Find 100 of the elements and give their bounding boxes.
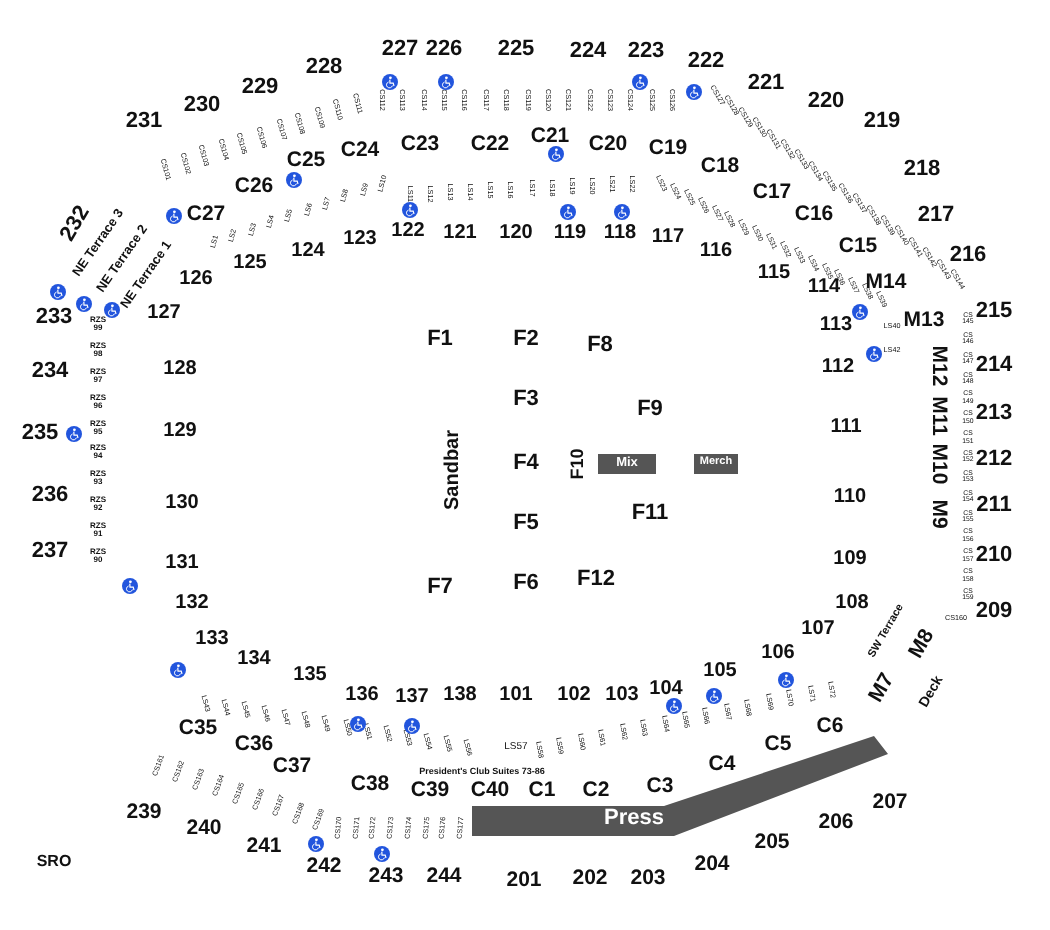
section-label: 214: [975, 355, 1013, 377]
section-label: C18: [700, 155, 740, 177]
section-label: C20: [588, 133, 628, 155]
section-label: 235: [21, 423, 59, 445]
section-label: 126: [179, 270, 213, 290]
section-label: 240: [186, 817, 222, 839]
section-label: 204: [694, 853, 730, 875]
section-label: 110: [833, 488, 867, 508]
section-label: C22: [470, 133, 510, 155]
section-label: C35: [178, 717, 218, 739]
section-label: F5: [513, 513, 539, 535]
section-label: 233: [35, 307, 73, 329]
section-label: F11: [631, 503, 669, 525]
section-label: 101: [499, 686, 533, 706]
section-label: 102: [557, 686, 591, 706]
section-label: C16: [794, 203, 834, 225]
section-label: Sandbar: [444, 430, 464, 510]
section-label: 130: [165, 494, 199, 514]
section-label: C40: [470, 779, 510, 801]
section-label: C2: [582, 779, 610, 801]
section-label: 206: [818, 811, 854, 833]
section-label: M11: [927, 396, 949, 436]
section-label: 221: [747, 73, 785, 95]
section-label: 134: [237, 650, 271, 670]
section-label: 109: [833, 550, 867, 570]
section-label: C5: [764, 733, 792, 755]
section-label: 210: [975, 545, 1013, 567]
section-label: 207: [872, 791, 908, 813]
section-label: 136: [345, 686, 379, 706]
section-label: 209: [975, 601, 1013, 623]
section-label: 242: [306, 855, 342, 877]
section-label: 211: [976, 495, 1012, 517]
section-label: 128: [163, 360, 197, 380]
section-label: 229: [241, 77, 279, 99]
section-label: 123: [343, 230, 377, 250]
section-label: C21: [530, 125, 570, 147]
section-label: 222: [687, 51, 725, 73]
section-label: M9: [927, 499, 949, 529]
section-label: 122: [391, 222, 425, 242]
section-label: 225: [497, 39, 535, 61]
section-label: 226: [425, 39, 463, 61]
section-label: 108: [835, 594, 869, 614]
section-label: 112: [821, 358, 855, 378]
section-label: M7: [865, 670, 899, 706]
section-label: C39: [410, 779, 450, 801]
section-label: 131: [165, 554, 199, 574]
section-label: 236: [31, 485, 69, 507]
section-label: 106: [761, 644, 795, 664]
section-label: C6: [816, 715, 844, 737]
section-label: 213: [975, 403, 1013, 425]
section-label: F12: [577, 569, 615, 591]
section-label: F2: [513, 329, 539, 351]
section-label: 243: [368, 865, 404, 887]
section-label: 234: [31, 361, 69, 383]
section-label: 244: [426, 865, 462, 887]
section-label: 127: [147, 304, 181, 324]
section-label: F4: [513, 453, 539, 475]
section-label: 118: [603, 224, 637, 244]
section-label: 239: [126, 801, 162, 823]
section-label: 111: [830, 418, 862, 438]
section-label: C19: [648, 137, 688, 159]
section-label: 120: [499, 224, 533, 244]
section-label: C4: [708, 753, 736, 775]
section-label: C25: [286, 149, 326, 171]
section-label: 113: [819, 316, 853, 336]
section-label: 129: [163, 422, 197, 442]
section-label: 107: [801, 620, 835, 640]
section-label: 224: [569, 41, 607, 63]
section-label: 203: [630, 867, 666, 889]
section-label: 202: [572, 867, 608, 889]
section-label: C37: [272, 755, 312, 777]
section-label: F6: [513, 573, 539, 595]
section-label: C36: [234, 733, 274, 755]
section-label: 104: [649, 680, 683, 700]
section-label: 105: [703, 662, 737, 682]
section-label: SRO: [36, 854, 72, 870]
section-label: F10: [569, 448, 587, 480]
section-label: 215: [975, 301, 1013, 323]
section-label: C15: [838, 235, 878, 257]
section-label: 216: [949, 245, 987, 267]
section-label: 103: [605, 686, 639, 706]
section-label: F9: [637, 399, 663, 421]
section-label: 138: [443, 686, 477, 706]
section-label: 230: [183, 95, 221, 117]
section-label: 218: [903, 159, 941, 181]
section-label: F3: [513, 389, 539, 411]
section-label: 133: [195, 630, 229, 650]
section-label: 201: [506, 869, 542, 891]
section-label: C3: [646, 775, 674, 797]
section-label: F1: [427, 329, 453, 351]
banner-label: Press: [604, 808, 664, 830]
section-label: C24: [340, 139, 380, 161]
section-label: 217: [917, 205, 955, 227]
section-label: 228: [305, 57, 343, 79]
section-label: C38: [350, 773, 390, 795]
section-label: M12: [927, 345, 949, 387]
section-label: 227: [381, 39, 419, 61]
section-label: C27: [186, 203, 226, 225]
section-label: C26: [234, 175, 274, 197]
section-label: F7: [427, 577, 453, 599]
